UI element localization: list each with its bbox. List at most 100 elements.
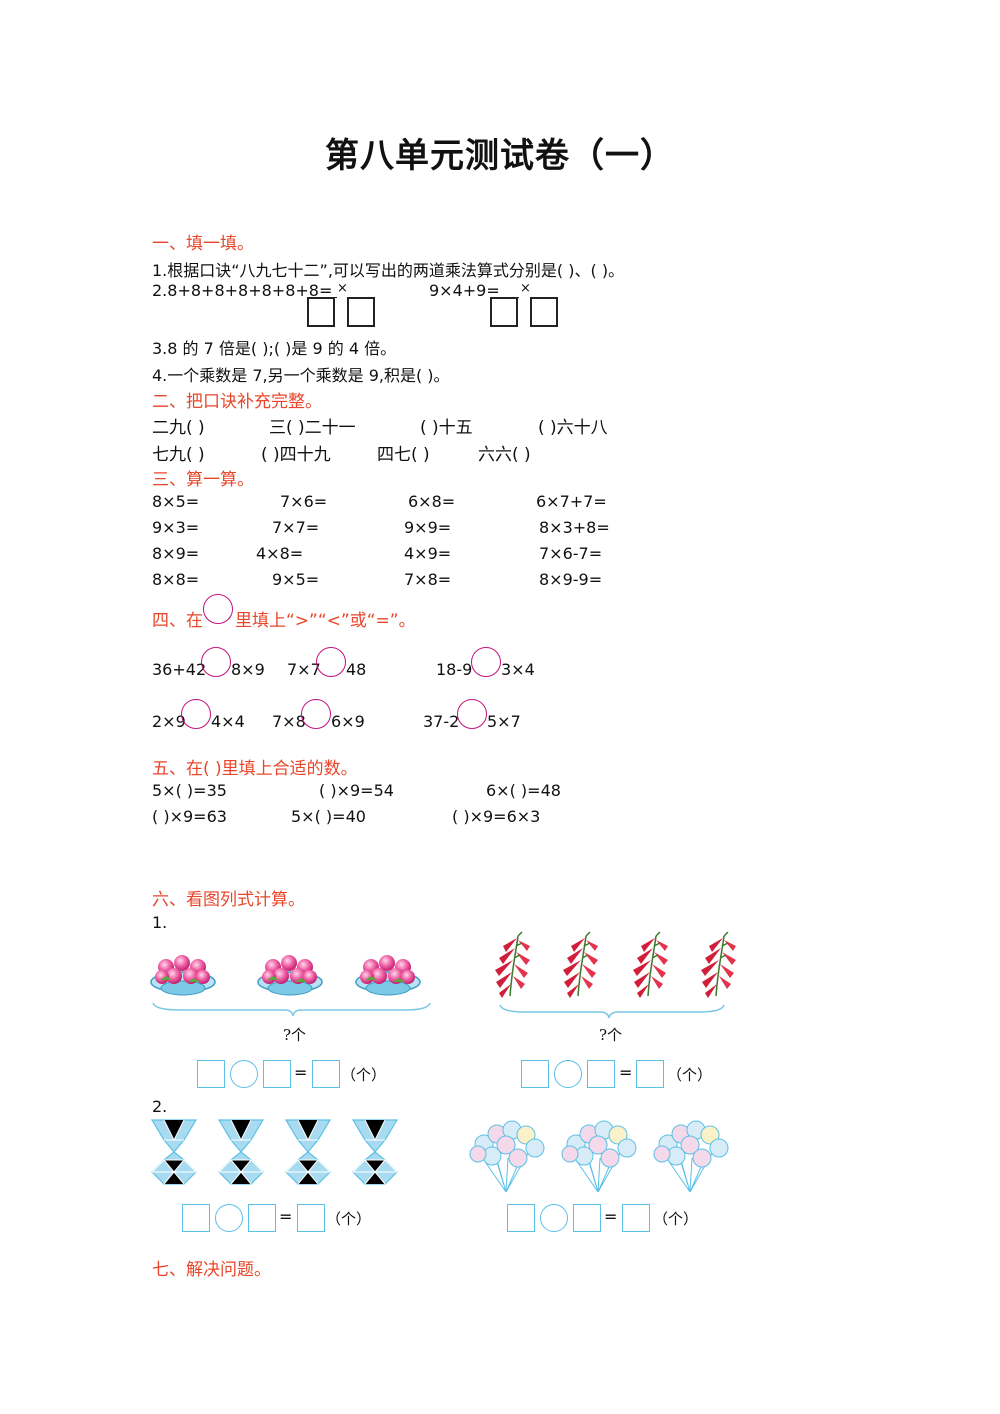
calc-item: 9×5= [272,570,320,589]
times-sign: × [337,281,348,296]
answer-box[interactable] [587,1060,615,1088]
answer-box[interactable] [248,1204,276,1232]
mnemonic-item: 四七( ) [377,445,430,465]
balloon-bunch-icon [561,1120,637,1193]
mnemonic-item: 七九( ) [152,445,205,465]
mnemonic-item: ( )六十八 [538,418,608,438]
operator-circle[interactable] [215,1204,243,1232]
mnemonic-item: ( )十五 [420,418,473,438]
compare-left: 18-9 [436,660,473,679]
compare-circle[interactable] [181,699,211,729]
calc-item: 8×8= [152,570,200,589]
times-sign: × [520,281,531,296]
section-1-heading: 一、填一填。 [152,234,254,254]
answer-box[interactable] [312,1060,340,1088]
answer-box[interactable] [197,1060,225,1088]
vase-icon [150,1119,198,1185]
brace [499,1004,725,1019]
answer-box[interactable] [573,1204,601,1232]
calc-item: 6×8= [408,492,456,511]
question-count: ?个 [599,1026,623,1044]
problem-number: 2. [152,1097,168,1116]
equals-sign: = [279,1207,293,1226]
answer-box[interactable] [530,297,558,327]
unit-label: （个） [653,1210,699,1228]
answer-box[interactable] [490,297,518,327]
compare-left: 37-2 [423,712,460,731]
balloon-bunch-icon [653,1120,729,1193]
compare-circle[interactable] [301,699,331,729]
compare-left: 7×8 [272,712,306,731]
calc-item: 6×7+7= [536,492,607,511]
compare-right: 4×4 [211,712,245,731]
mnemonic-item: ( )四十九 [261,445,331,465]
calc-item: 8×9= [152,544,200,563]
compare-left: 2×9 [152,712,186,731]
equals-sign: = [294,1063,308,1082]
answer-box[interactable] [182,1204,210,1232]
calc-item: 7×6= [280,492,328,511]
compare-circle[interactable] [316,647,346,677]
mnemonic-item: 二九( ) [152,418,205,438]
answer-box[interactable] [307,297,335,327]
compare-left: 7×7 [287,660,321,679]
fill-item: 5×( )=40 [291,807,366,826]
answer-box[interactable] [263,1060,291,1088]
operator-circle[interactable] [540,1204,568,1232]
calc-item: 7×6-7= [539,544,603,563]
calc-item: 9×3= [152,518,200,537]
section-4-heading-b: 里填上“>”“<”或“=”。 [235,611,416,631]
calc-item: 8×3+8= [539,518,610,537]
circle-icon [203,594,233,624]
compare-circle[interactable] [457,699,487,729]
balloon-bunch-icon [469,1120,545,1193]
unit-label: （个） [341,1066,387,1084]
answer-box[interactable] [507,1204,535,1232]
compare-right: 5×7 [487,712,521,731]
calc-item: 8×5= [152,492,200,511]
problem-number: 1. [152,913,168,932]
equals-sign: = [604,1207,618,1226]
operator-circle[interactable] [554,1060,582,1088]
question-1-1: 1.根据口诀“八九七十二”,可以写出的两道乘法算式分别是( )、( )。 [152,261,625,280]
answer-box[interactable] [636,1060,664,1088]
page-title: 第八单元测试卷（一） [325,136,675,176]
compare-left: 36+42 [152,660,207,679]
fill-item: 6×( )=48 [486,781,561,800]
section-5-heading: 五、在( )里填上合适的数。 [152,759,358,779]
answer-box[interactable] [297,1204,325,1232]
compare-right: 6×9 [331,712,365,731]
section-6-heading: 六、看图列式计算。 [152,890,305,910]
calc-item: 8×9-9= [539,570,603,589]
calc-item: 7×8= [404,570,452,589]
answer-box[interactable] [521,1060,549,1088]
unit-label: （个） [326,1210,372,1228]
question-1-2a: 2.8+8+8+8+8+8+8= [152,281,333,300]
question-1-2b: 9×4+9= [429,281,500,300]
operator-circle[interactable] [230,1060,258,1088]
equals-sign: = [619,1063,633,1082]
calc-item: 7×7= [272,518,320,537]
fill-item: ( )×9=63 [152,807,227,826]
section-3-heading: 三、算一算。 [152,470,254,490]
mnemonic-item: 三( )二十一 [269,418,356,438]
compare-right: 3×4 [501,660,535,679]
compare-circle[interactable] [471,647,501,677]
section-4-heading-a: 四、在 [152,611,203,631]
calc-item: 4×8= [256,544,304,563]
answer-box[interactable] [347,297,375,327]
fill-item: ( )×9=6×3 [452,807,541,826]
compare-circle[interactable] [201,647,231,677]
fill-item: 5×( )=35 [152,781,227,800]
section-7-heading: 七、解决问题。 [152,1260,271,1280]
fill-item: ( )×9=54 [319,781,394,800]
answer-box[interactable] [622,1204,650,1232]
compare-right: 8×9 [231,660,265,679]
calc-item: 9×9= [404,518,452,537]
calc-item: 4×9= [404,544,452,563]
peach-basket-icon [150,955,216,996]
